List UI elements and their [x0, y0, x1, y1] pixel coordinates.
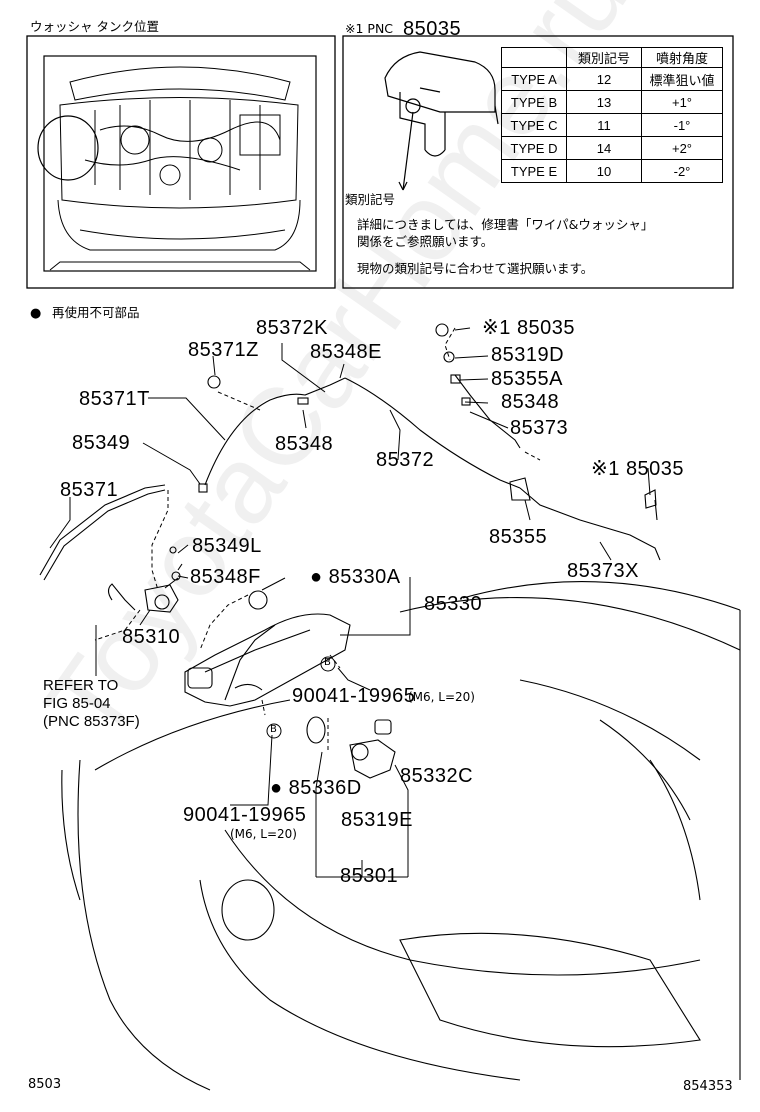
part-label-85372[interactable]: 85372 — [376, 449, 435, 471]
engine-bay-sketch — [37, 66, 311, 271]
table-cell: +2° — [641, 136, 723, 160]
nozzle-type-table: 類別記号 噴射角度 TYPE A 12 標準狙い値 TYPE B 13 +1° … — [501, 47, 723, 183]
table-cell: 10 — [566, 159, 642, 183]
nozzle-sketch — [384, 51, 499, 191]
part-label-85348F[interactable]: 85348F — [190, 566, 261, 588]
footer-figure-code: 854353 — [683, 1079, 733, 1094]
part-label-85371T[interactable]: 85371T — [79, 388, 150, 410]
part-label-85332C[interactable]: 85332C — [400, 765, 474, 787]
table-row: TYPE B 13 +1° — [501, 90, 723, 114]
part-label-85349L[interactable]: 85349L — [192, 535, 262, 557]
bolt-marker-b-lower: B — [270, 724, 277, 735]
part-label-85349[interactable]: 85349 — [72, 432, 131, 454]
inset-engine-title: ウォッシャ タンク位置 — [30, 19, 159, 34]
legend-bullet: ● — [30, 306, 42, 321]
bolt-marker-b-upper: B — [324, 657, 331, 668]
table-cell: TYPE D — [501, 136, 567, 160]
part-label-85301[interactable]: 85301 — [340, 865, 399, 887]
part-label-85336D[interactable]: ● 85336D — [270, 777, 362, 799]
bolt-spec-lower: (M6, L=20) — [230, 827, 297, 841]
table-header-cell: 類別記号 — [566, 47, 642, 68]
part-label-85348-right[interactable]: 85348 — [501, 391, 560, 413]
refer-line-2[interactable]: FIG 85-04 — [43, 695, 111, 712]
part-label-85348E[interactable]: 85348E — [310, 341, 382, 363]
table-cell: 12 — [566, 67, 642, 91]
table-cell: TYPE B — [501, 90, 567, 114]
table-cell: TYPE E — [501, 159, 567, 183]
table-header-row: 類別記号 噴射角度 — [501, 47, 723, 68]
table-row: TYPE C 11 -1° — [501, 113, 723, 137]
refer-line-1: REFER TO — [43, 677, 119, 694]
part-label-85355[interactable]: 85355 — [489, 526, 548, 548]
table-header-cell — [501, 47, 567, 68]
part-label-85319E[interactable]: 85319E — [341, 809, 413, 831]
part-label-85330A[interactable]: ● 85330A — [310, 566, 401, 588]
part-label-85310[interactable]: 85310 — [122, 626, 181, 648]
part-label-85355A[interactable]: 85355A — [491, 368, 563, 390]
part-label-85371[interactable]: 85371 — [60, 479, 119, 501]
part-label-85319D[interactable]: 85319D — [491, 344, 565, 366]
legend-text: 再使用不可部品 — [52, 305, 140, 320]
part-label-85373[interactable]: 85373 — [510, 417, 569, 439]
part-label-85371Z[interactable]: 85371Z — [188, 339, 259, 361]
inset-pnc-prefix: ※1 PNC — [345, 21, 394, 36]
bolt-markers — [266, 656, 336, 739]
part-label-90041-upper[interactable]: 90041-19965 — [292, 685, 416, 707]
part-label-85373X[interactable]: 85373X — [567, 560, 639, 582]
table-cell: -1° — [641, 113, 723, 137]
footer-page-code: 8503 — [28, 1077, 62, 1092]
inset-nozzle-frame — [342, 35, 734, 289]
inset-engine-frame — [26, 35, 336, 289]
table-cell: 標準狙い値 — [641, 67, 723, 91]
part-label-85348[interactable]: 85348 — [275, 433, 334, 455]
table-row: TYPE A 12 標準狙い値 — [501, 67, 723, 91]
part-label-85035-upper[interactable]: ※1 85035 — [482, 317, 576, 339]
car-body-outline — [61, 581, 741, 1091]
note-line-1: 詳細につきましては、修理書「ワイパ&ウォッシャ」 — [357, 217, 654, 232]
part-label-85330[interactable]: 85330 — [424, 593, 483, 615]
code-label: 類別記号 — [345, 192, 396, 207]
bolt-spec-upper: (M6, L=20) — [408, 690, 475, 704]
table-cell: TYPE C — [501, 113, 567, 137]
small-parts — [144, 323, 657, 779]
table-cell: 13 — [566, 90, 642, 114]
inset-pnc-number: 85035 — [403, 18, 462, 40]
refer-line-3: (PNC 85373F) — [43, 713, 140, 730]
hose-lines — [39, 374, 661, 611]
table-cell: +1° — [641, 90, 723, 114]
part-label-85035-lower[interactable]: ※1 85035 — [591, 458, 685, 480]
table-cell: -2° — [641, 159, 723, 183]
table-cell: 11 — [566, 113, 642, 137]
note-line-2: 関係をご参照願います。 — [357, 234, 494, 249]
part-label-85372K[interactable]: 85372K — [256, 317, 328, 339]
washer-tank — [184, 590, 351, 707]
note-line-3: 現物の類別記号に合わせて選択願います。 — [357, 261, 594, 276]
table-header-cell: 噴射角度 — [641, 47, 723, 68]
table-cell: 14 — [566, 136, 642, 160]
table-cell: TYPE A — [501, 67, 567, 91]
part-label-90041-lower[interactable]: 90041-19965 — [183, 804, 307, 826]
table-row: TYPE D 14 +2° — [501, 136, 723, 160]
table-row: TYPE E 10 -2° — [501, 159, 723, 183]
